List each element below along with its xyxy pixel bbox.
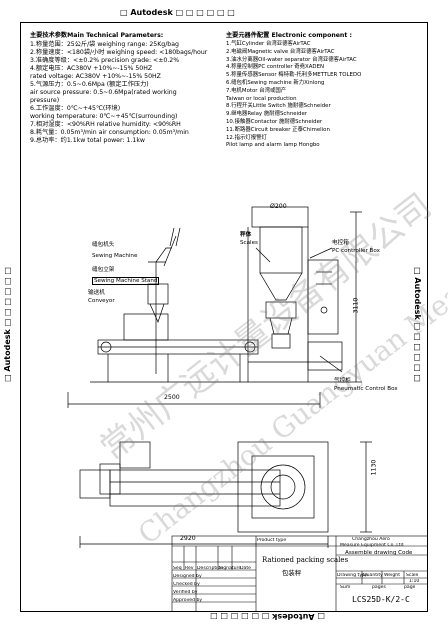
- component-line: 12.指示灯报警灯: [226, 134, 267, 141]
- component-line: 9.继电器Relay 施耐德Schneider: [226, 111, 307, 118]
- component-line: 4.称量控制器PC controller 奇堯XADEN: [226, 64, 325, 71]
- component-line: 2.电磁阀Magnetic valve 台湾亚德客AirTAC: [226, 48, 335, 55]
- param-line: pressure): [30, 97, 60, 104]
- dim-2920: 2920: [180, 535, 196, 542]
- component-line: 6.缝包机Sewing machine 新力Xinlong: [226, 80, 325, 86]
- component-line: 10.接触器Contactor 施耐德Schneider: [226, 119, 323, 125]
- tb-scale-value: 1:10: [409, 579, 420, 584]
- label-pneumatic-en: Pneumatic Control Box: [334, 386, 398, 392]
- param-line: 8.耗气量：0.05m³/min air consumption: 0.05m³…: [30, 129, 189, 136]
- param-line: 7.相对湿度：<90%RH relative humidity: <90%RH: [30, 121, 181, 128]
- param-line: 9.总功率：约1.1kw total power: 1.1kw: [30, 137, 145, 144]
- component-line: Taiwan or local production: [226, 95, 297, 102]
- dim-2500: 2500: [164, 394, 180, 401]
- label-electric-box-cn: 电控箱: [332, 240, 349, 246]
- tb-product-type: Product type: [257, 538, 287, 543]
- tb-product-name-en: Rationed packing scales: [262, 556, 349, 564]
- tb-h-drawing: Drawing type: [337, 573, 368, 578]
- dim-1130: 1130: [370, 459, 378, 476]
- tb-h-quantity: Quantity: [363, 573, 383, 578]
- label-sewing-stand-en: Sewing Machine Stand: [92, 277, 160, 285]
- param-line: 3.准确度等级：<±0.2% precision grade: <±0.2%: [30, 57, 180, 64]
- watermark-bottom: □ Autodesk □ □ □ □ □ □: [210, 612, 325, 621]
- label-electric-box-en: PC controller Box: [332, 248, 380, 254]
- tb-row-approved: Approved by: [173, 598, 203, 603]
- dim-3110: 3110: [352, 297, 360, 314]
- dim-200: Ø200: [270, 203, 287, 210]
- machine-drawing: [67, 206, 428, 612]
- component-line: 3.油水分离器Oil-water separator 台湾亚德客AirTAC: [226, 56, 357, 63]
- param-line: 6.工作温度：0℃~+45℃(环境): [30, 105, 121, 112]
- tb-col-signature: Signature: [219, 566, 242, 571]
- tb-col-desc: Description: [197, 566, 224, 571]
- components-title: 主要元器件配置 Electronic component :: [226, 32, 352, 39]
- component-line: 5.称量传感器Sensor 梅特勒-托利多METTLER TOLEDO: [226, 72, 362, 79]
- tb-h-pages: pages: [372, 585, 386, 590]
- component-line: 11.断路器Circuit breaker 正泰Chimelion: [226, 126, 330, 133]
- component-line: 1.气缸Cylinder 台湾亚德客AirTAC: [226, 41, 311, 47]
- params-title: 主要技术参数Main Technical Parameters:: [30, 32, 164, 39]
- label-scales-en: Scales: [240, 240, 258, 246]
- tb-row-verified: Verified by: [173, 590, 198, 595]
- tb-row-designed: Designed by: [173, 574, 202, 579]
- tb-row-checked: Checked by: [173, 582, 200, 587]
- component-line: Pilot lamp and alarm lamp Hongbo: [226, 142, 320, 149]
- tb-h-page: page: [404, 585, 416, 590]
- label-pneumatic-cn: 气控柜: [334, 378, 351, 384]
- component-line: 7.电机Motor 台湾或国产: [226, 87, 287, 94]
- tb-col-rev: Rev: [185, 566, 194, 571]
- tb-drawing-code: LCS25D-K/2-C: [352, 595, 410, 604]
- param-line: 4.额定电压：AC380V +10%~-15% 50HZ: [30, 65, 153, 72]
- tb-h-scale: Scale: [406, 573, 419, 578]
- tb-h-weight: Weight: [384, 573, 401, 578]
- tb-h-sum: Sum: [340, 585, 351, 590]
- watermark-top: □ Autodesk □ □ □ □ □ □: [120, 8, 235, 17]
- tb-company-en: Measure Equipment Co.,Ltd: [340, 543, 404, 548]
- component-line: 8.行程开关Little Switch 施耐德Schneider: [226, 103, 331, 110]
- label-sewing-head-en: Sewing Machine: [92, 253, 138, 259]
- param-line: 2.称量速度：<180袋/小时 weighing speed: <180bags…: [30, 49, 208, 56]
- param-line: 5.气源压力：0.5~0.6Mpa (额定工作压力): [30, 81, 149, 88]
- tb-company-cn: Changzhou Aero: [352, 537, 390, 542]
- label-sewing-head-cn: 缝包机头: [92, 242, 115, 248]
- tb-product-name-cn: 包装秤: [282, 569, 302, 577]
- param-line: air source pressure: 0.5~0.6Mpa(rated wo…: [30, 89, 177, 96]
- tb-drawing-title: Assemble drawing Code: [345, 550, 413, 556]
- param-line: working temperature: 0℃~+45℃(surrounding…: [30, 113, 178, 120]
- label-conveyor-cn: 输送机: [88, 290, 105, 296]
- param-line: rated voltage: AC380V +10%~-15% 50HZ: [30, 73, 161, 80]
- tb-col-date: Date: [240, 566, 251, 571]
- label-scales-cn: 秤体: [240, 232, 252, 238]
- label-sewing-stand-cn: 缝包立架: [92, 267, 115, 273]
- tb-col-seq: Seq: [173, 566, 182, 571]
- param-line: 1.称量范围：25公斤/袋 weighing range: 25Kg/bag: [30, 41, 179, 48]
- watermark-left: □ Autodesk □ □ □ □ □ □: [2, 267, 12, 382]
- drawing-sheet: [20, 22, 428, 612]
- label-conveyor-en: Conveyor: [88, 298, 115, 304]
